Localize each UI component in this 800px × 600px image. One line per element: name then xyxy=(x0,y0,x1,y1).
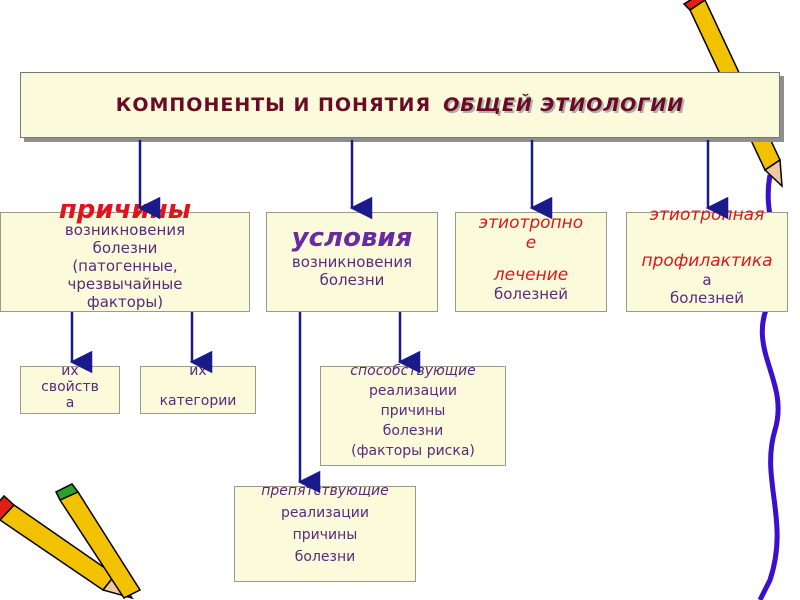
title-main-text: КОМПОНЕНТЫ И ПОНЯТИЯ xyxy=(115,94,432,116)
prevention-line-2: профилактика xyxy=(627,251,787,271)
categories-line-2: категории xyxy=(159,393,237,409)
promoting-line-3: причины xyxy=(380,403,446,419)
treatment-line-1: этиотропно xyxy=(478,213,584,233)
prevention-line-2b: ка xyxy=(751,251,773,271)
conditions-heading: условия xyxy=(291,223,413,253)
hindering-box: препятствующие реализации причины болезн… xyxy=(234,483,416,582)
title-box: КОМПОНЕНТЫ И ПОНЯТИЯ ОБЩЕЙ ЭТИОЛОГИИ xyxy=(20,72,780,138)
causes-line-3: (патогенные, xyxy=(72,257,178,275)
pencil-bottom-left-green-icon xyxy=(54,483,142,599)
causes-line-5: факторы) xyxy=(86,293,164,311)
properties-line-3: а xyxy=(65,395,75,411)
hindering-line-2: реализации xyxy=(281,505,369,521)
promoting-line-4: болезни xyxy=(382,423,444,439)
causes-line-4: чрезвычайные xyxy=(67,275,183,293)
causes-box: причины возникновения болезни (патогенны… xyxy=(0,197,250,312)
hindering-line-4: болезни xyxy=(294,549,356,565)
causes-heading: причины xyxy=(58,195,192,225)
causes-line-2: болезни xyxy=(92,239,158,257)
conditions-line-1: возникновения xyxy=(291,253,413,271)
treatment-line-2: е xyxy=(525,233,537,253)
treatment-box: этиотропно е лечение болезней xyxy=(455,212,607,312)
hindering-line-1: препятствующие xyxy=(261,483,389,499)
hindering-line-3: причины xyxy=(292,527,358,543)
treatment-line-3: лечение xyxy=(493,265,569,285)
prevention-line-4: болезней xyxy=(669,289,744,307)
conditions-box: условия возникновения болезни xyxy=(266,212,438,312)
treatment-line-4: болезней xyxy=(493,285,568,303)
promoting-line-2: реализации xyxy=(369,383,457,399)
properties-line-2: свойств xyxy=(41,379,99,395)
conditions-line-2: болезни xyxy=(319,271,385,289)
title-emphasis-text: ОБЩЕЙ ЭТИОЛОГИИ xyxy=(443,94,685,116)
causes-line-1: возникновения xyxy=(64,221,186,239)
prevention-line-2a: профилакти xyxy=(641,251,752,271)
promoting-line-5: (факторы риска) xyxy=(351,443,475,459)
prevention-line-3: а xyxy=(702,271,712,289)
